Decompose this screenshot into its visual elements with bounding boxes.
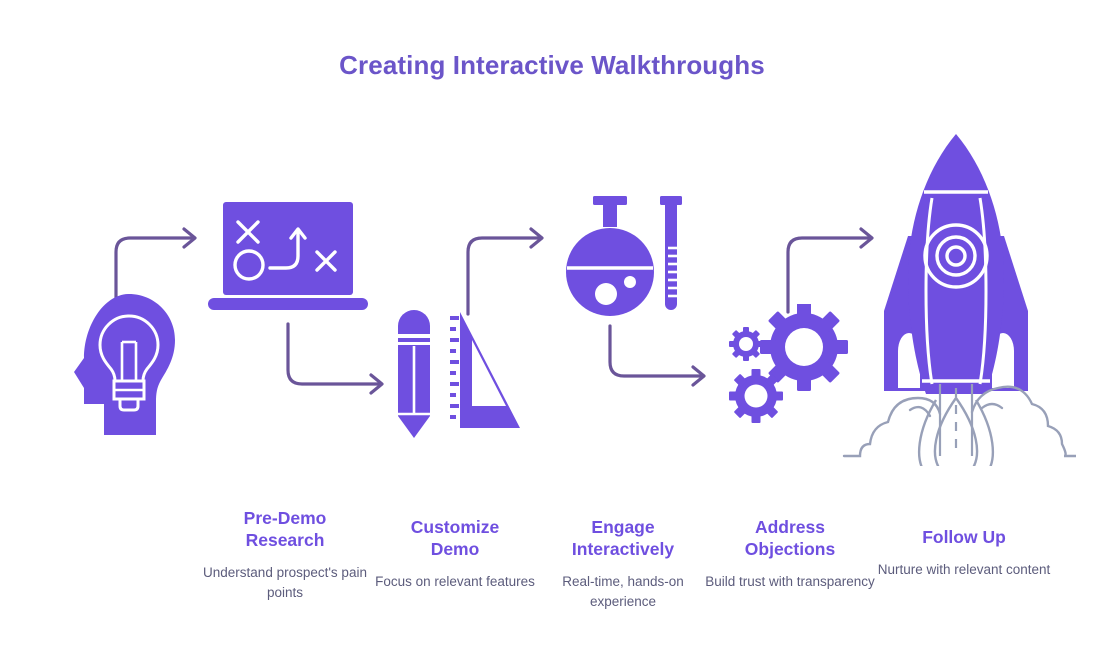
step-title: Customize Demo	[410, 517, 500, 559]
step-title: Follow Up	[922, 527, 1006, 547]
head-lightbulb-icon	[72, 292, 182, 437]
step-description: Real-time, hands-on experience	[562, 573, 684, 609]
flask-test-tube-icon	[560, 196, 690, 316]
step-description: Nurture with relevant content	[877, 561, 1051, 577]
arrow-down-right-1	[280, 318, 395, 408]
step-label-engage-interactively: Engage Interactively Real-time, hands-on…	[528, 517, 718, 612]
step-description: Focus on relevant features	[375, 573, 535, 589]
arrow-up-right-2	[460, 222, 555, 322]
step-label-follow-up: Follow Up Nurture with relevant content	[872, 527, 1056, 580]
laptop-strategy-icon	[208, 200, 368, 315]
gears-icon	[724, 303, 856, 432]
step-description: Build trust with transparency	[705, 573, 875, 589]
arrow-up-right-1	[108, 222, 208, 322]
rocket-launch-icon	[810, 126, 1078, 481]
step-description: Understand prospect's pain points	[203, 564, 367, 600]
step-label-address-objections: Address Objections Build trust with tran…	[700, 517, 880, 592]
arrow-down-right-2	[602, 322, 717, 397]
arrow-up-right-3	[780, 222, 885, 322]
pencil-ruler-icon	[390, 308, 525, 440]
page-title: Creating Interactive Walkthroughs	[339, 50, 765, 80]
step-title: Engage Interactively	[571, 517, 675, 559]
step-label-pre-demo-research: Pre-Demo Research Understand prospect's …	[196, 508, 374, 603]
step-title: Address Objections	[744, 517, 836, 559]
step-label-customize-demo: Customize Demo Focus on relevant feature…	[366, 517, 544, 592]
step-title: Pre-Demo Research	[243, 508, 327, 550]
